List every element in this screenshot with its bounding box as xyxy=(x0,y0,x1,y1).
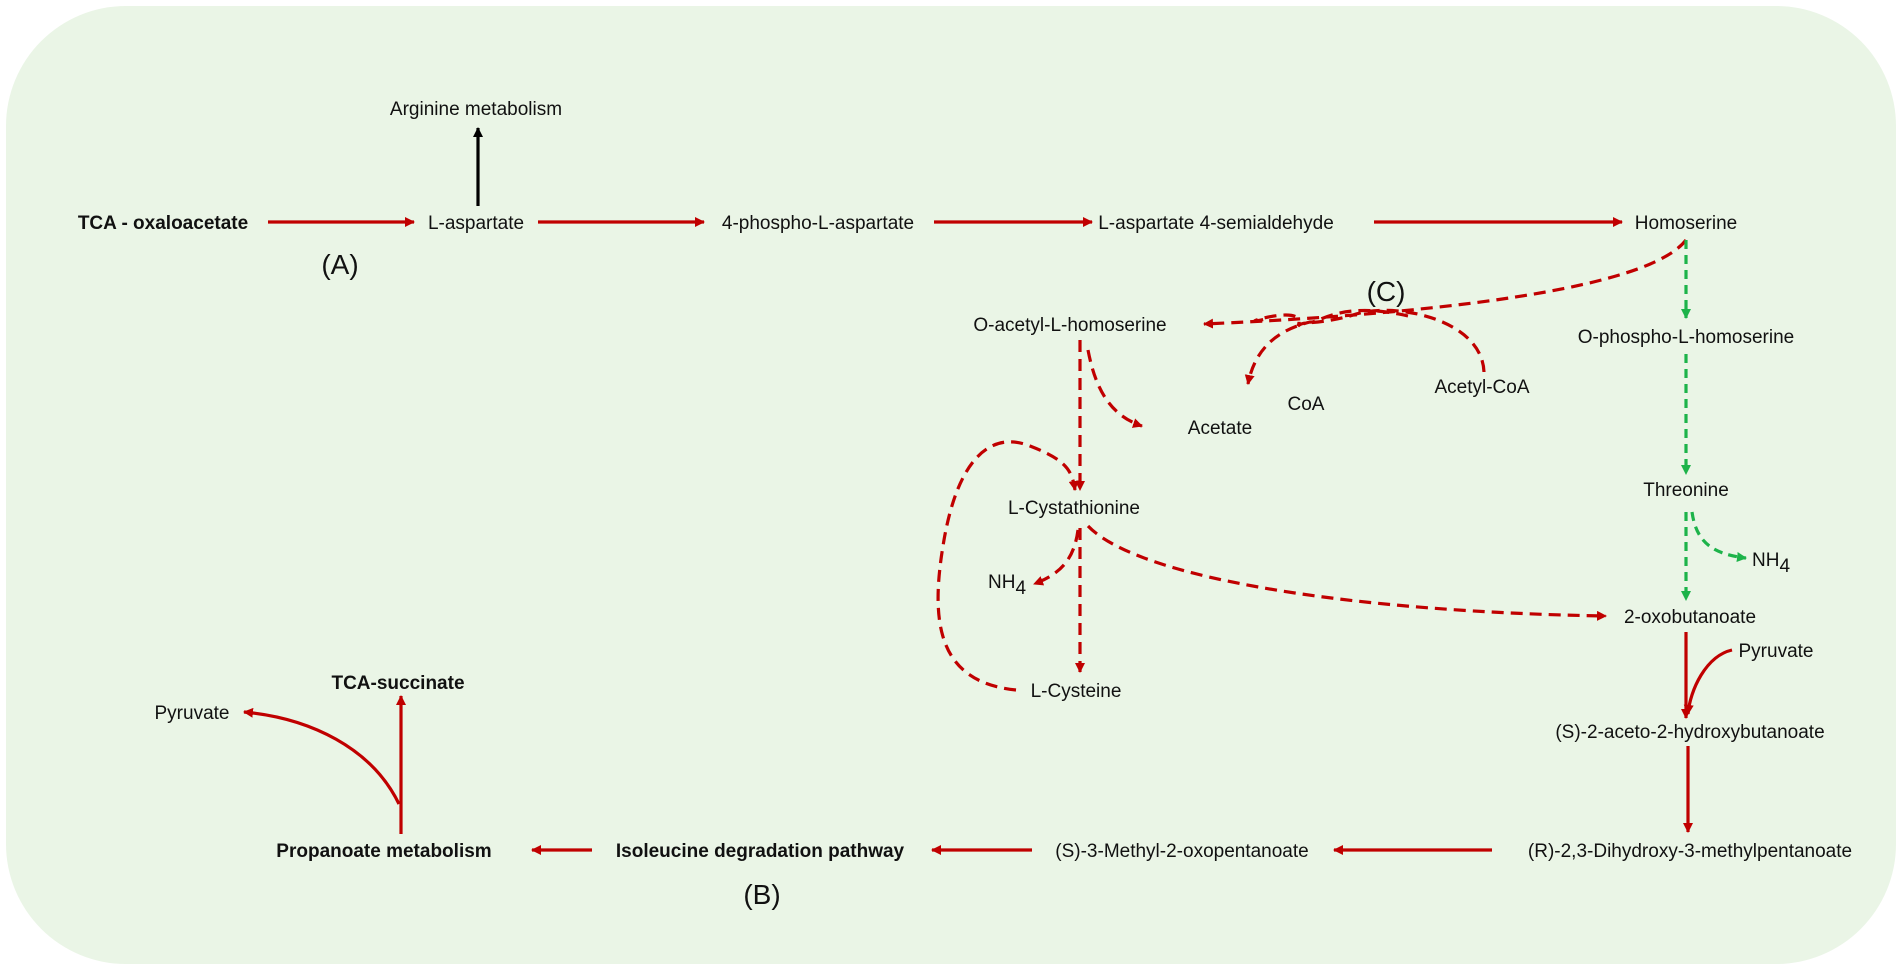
arrow-threonine-to-nh4 xyxy=(1690,511,1747,562)
node-l-cystathionine: L-Cystathionine xyxy=(1008,498,1140,519)
node-homoserine: Homoserine xyxy=(1635,213,1737,234)
node-o-acetyl-homoserine: O-acetyl-L-homoserine xyxy=(973,315,1166,336)
node-2-oxobutanoate: 2-oxobutanoate xyxy=(1624,607,1756,628)
node-nh4-threonine: NH4 xyxy=(1752,550,1790,577)
nh4-threonine-base: NH xyxy=(1752,550,1779,571)
arrow-cystathionine-to-oxobutanoate xyxy=(1086,524,1607,621)
node-nh4-cystathionine: NH4 xyxy=(988,572,1026,599)
node-arginine-metabolism: Arginine metabolism xyxy=(390,99,562,120)
nh4-cystathionine-sub: 4 xyxy=(1015,578,1026,599)
arrow-homoserine-to-oacetylhomoserine xyxy=(1203,239,1688,329)
panel-label-a: (A) xyxy=(321,249,358,280)
arrow-acetylcoa-to-coa xyxy=(1253,308,1486,373)
node-methyl-oxopentanoate: (S)-3-Methyl-2-oxopentanoate xyxy=(1055,841,1308,862)
node-dihydroxy-methylpentanoate: (R)-2,3-Dihydroxy-3-methylpentanoate xyxy=(1528,841,1852,862)
node-pyruvate-right: Pyruvate xyxy=(1739,641,1814,662)
node-tca-succinate: TCA-succinate xyxy=(331,673,464,694)
node-phospho-aspartate: 4-phospho-L-aspartate xyxy=(722,213,914,234)
nh4-cystathionine-base: NH xyxy=(988,572,1015,593)
node-pyruvate-left: Pyruvate xyxy=(155,703,230,724)
background-panel xyxy=(6,6,1896,964)
node-aceto-hydroxybutanoate: (S)-2-aceto-2-hydroxybutanoate xyxy=(1555,722,1824,743)
panel-label-c: (C) xyxy=(1367,276,1406,307)
panel-label-b: (B) xyxy=(743,879,780,910)
node-o-phospho-homoserine: O-phospho-L-homoserine xyxy=(1578,327,1795,348)
node-threonine: Threonine xyxy=(1643,480,1729,501)
arrow-propanoate-to-pyruvate xyxy=(243,707,401,805)
node-acetate: Acetate xyxy=(1188,418,1252,439)
node-coa: CoA xyxy=(1288,394,1325,415)
node-l-cysteine: L-Cysteine xyxy=(1031,681,1122,702)
node-isoleucine-degradation: Isoleucine degradation pathway xyxy=(616,841,905,862)
node-l-aspartate: L-aspartate xyxy=(428,213,524,234)
arrow-pyruvate-join xyxy=(1683,648,1733,715)
node-aspartate-semialdehyde: L-aspartate 4-semialdehyde xyxy=(1098,213,1334,234)
node-tca-oxaloacetate: TCA - oxaloacetate xyxy=(78,213,248,234)
arrow-cystathionine-to-nh4 xyxy=(1033,529,1080,586)
arrow-coa-branch xyxy=(1244,308,1409,385)
node-propanoate-metabolism: Propanoate metabolism xyxy=(276,841,491,862)
node-acetyl-coa: Acetyl-CoA xyxy=(1434,377,1529,398)
arrow-cysteine-loop xyxy=(936,440,1079,692)
nh4-threonine-sub: 4 xyxy=(1779,556,1790,577)
